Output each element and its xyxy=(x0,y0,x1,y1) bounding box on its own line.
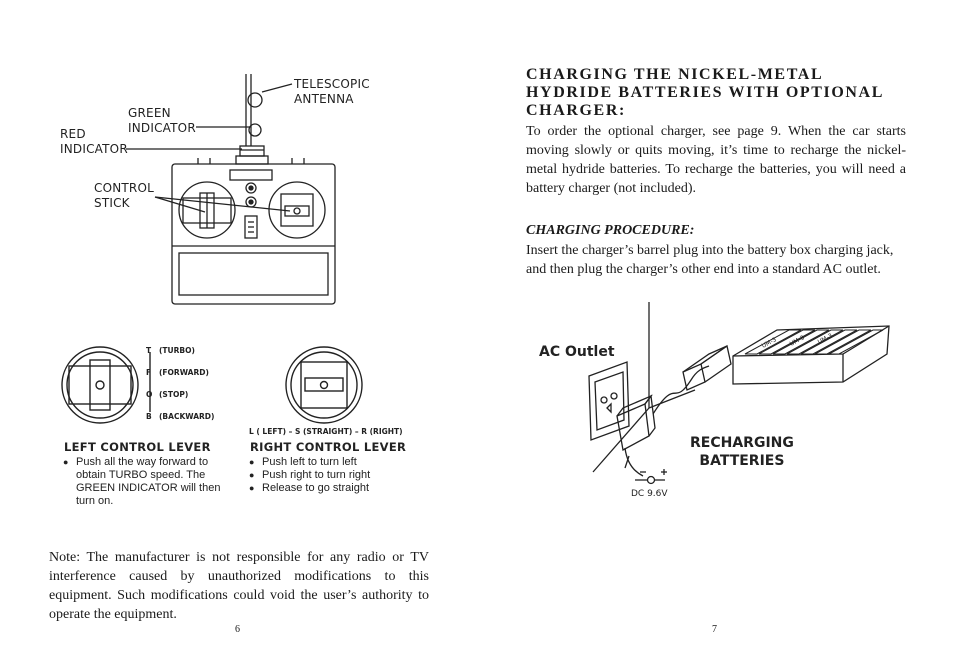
lever-diagrams xyxy=(61,346,363,424)
left-lever-bullet: Push all the way forward to obtain TURBO… xyxy=(63,456,231,508)
procedure-text: Insert the charger’s barrel plug into th… xyxy=(526,243,894,277)
antenna-label-line2: ANTENNA xyxy=(294,92,354,106)
page-number-right: 7 xyxy=(712,624,717,635)
left-lever-instructions: Push all the way forward to obtain TURBO… xyxy=(63,456,231,508)
telescopic-antenna-label: TELESCOPIC ANTENNA xyxy=(294,77,370,107)
stop-label: (STOP) xyxy=(159,390,189,399)
interference-note: Note: The manufacturer is not responsibl… xyxy=(49,550,429,622)
page-number-left: 6 xyxy=(235,624,240,635)
control-stick-line2: STICK xyxy=(94,196,130,210)
charging-heading: CHARGING THE NICKEL-METAL HYDRIDE BATTER… xyxy=(526,66,884,119)
charging-intro: To order the optional charger, see page … xyxy=(526,124,906,196)
dc-rating-label: DC 9.6V xyxy=(631,489,668,499)
right-lever-bullet: Push left to turn left xyxy=(249,456,449,469)
recharging-batteries-label: RECHARGING BATTERIES xyxy=(690,434,794,470)
antenna-label-line1: TELESCOPIC xyxy=(294,77,370,91)
letter-o: O xyxy=(146,390,153,399)
lever-position-names: (TURBO) (FORWARD) (STOP) (BACKWARD) xyxy=(159,346,214,434)
forward-label: (FORWARD) xyxy=(159,368,209,377)
procedure-heading: CHARGING PROCEDURE: xyxy=(526,223,695,238)
red-indicator-label: RED INDICATOR xyxy=(60,127,128,157)
right-page: CHARGING THE NICKEL-METAL HYDRIDE BATTER… xyxy=(477,0,954,668)
ac-outlet-label: AC Outlet xyxy=(539,344,615,360)
transmitter-diagram xyxy=(126,74,336,305)
recharging-line1: RECHARGING xyxy=(690,435,794,451)
green-indicator-line2: INDICATOR xyxy=(128,121,196,135)
left-page: TELESCOPIC ANTENNA GREEN INDICATOR RED I… xyxy=(0,0,477,668)
green-indicator-label: GREEN INDICATOR xyxy=(128,106,196,136)
left-control-lever-title: LEFT CONTROL LEVER xyxy=(64,440,211,454)
control-stick-label: CONTROL STICK xyxy=(94,181,154,211)
right-lever-bullet: Push right to turn right xyxy=(249,469,449,482)
lever-letters: T F O B xyxy=(146,346,152,434)
red-indicator-line1: RED xyxy=(60,127,86,141)
right-lever-instructions: Push left to turn left Push right to tur… xyxy=(249,456,449,495)
right-lever-bullet: Release to go straight xyxy=(249,482,449,495)
turbo-label: (TURBO) xyxy=(159,346,195,355)
recharging-line2: BATTERIES xyxy=(699,453,785,469)
control-stick-line1: CONTROL xyxy=(94,181,154,195)
steering-axis-label: L ( LEFT) – S (STRAIGHT) – R (RIGHT) xyxy=(249,427,403,436)
red-indicator-line2: INDICATOR xyxy=(60,142,128,156)
letter-f: F xyxy=(146,368,152,377)
green-indicator-line1: GREEN xyxy=(128,106,171,120)
letter-b: B xyxy=(146,412,152,421)
letter-t: T xyxy=(146,346,152,355)
right-control-lever-title: RIGHT CONTROL LEVER xyxy=(250,440,407,454)
backward-label: (BACKWARD) xyxy=(159,412,215,421)
